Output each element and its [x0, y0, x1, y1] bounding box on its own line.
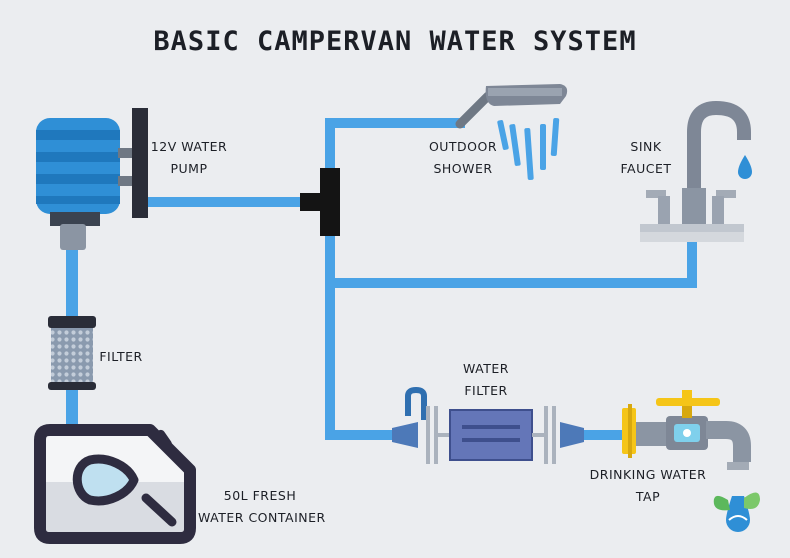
pipe-pump-to-filter: [66, 248, 78, 318]
label-drinking-tap-line-2: TAP: [635, 489, 661, 504]
pipe-to-sink: [325, 278, 697, 288]
label-outdoor-shower: OUTDOOR SHOWER: [425, 136, 501, 180]
pipe-filter-to-tap: [578, 430, 624, 440]
inline-water-filter-icon: [392, 386, 584, 464]
page-title: BASIC CAMPERVAN WATER SYSTEM: [153, 26, 637, 57]
label-water-container: 50L FRESH WATER CONTAINER: [198, 485, 326, 529]
label-water-filter: WATER FILTER: [455, 358, 517, 402]
pipe-to-shower: [325, 118, 465, 128]
label-drinking-tap-line-1: DRINKING WATER: [589, 467, 707, 482]
label-sink-faucet: SINK FAUCET: [614, 136, 678, 180]
water-pump-icon: [36, 108, 148, 250]
water-container-icon: [34, 424, 196, 544]
label-water-pump-line-2: PUMP: [170, 161, 208, 176]
label-water-pump: 12V WATER PUMP: [146, 136, 232, 180]
label-outdoor-shower-line-2: SHOWER: [433, 161, 493, 176]
label-sink-faucet-line-2: FAUCET: [620, 161, 672, 176]
label-filter: FILTER: [99, 349, 143, 364]
label-outdoor-shower-line-1: OUTDOOR: [428, 139, 498, 154]
filter-icon: [48, 316, 96, 390]
label-water-container-line-2: WATER CONTAINER: [198, 510, 326, 525]
drinking-tap-icon: [622, 390, 751, 470]
label-water-filter-line-1: WATER: [463, 361, 509, 376]
pipes: [66, 118, 697, 440]
pipe-to-water-filter: [325, 430, 395, 440]
label-water-pump-line-1: 12V WATER: [150, 139, 228, 154]
sink-faucet-icon: [640, 100, 752, 242]
label-water-filter-line-2: FILTER: [464, 383, 508, 398]
pipe-filter-to-container: [66, 386, 78, 432]
pipe-sink-riser: [687, 240, 697, 288]
label-water-container-line-1: 50L FRESH: [223, 488, 297, 503]
pipe-pump-to-tee: [148, 197, 308, 207]
tee-joint: [300, 168, 340, 236]
label-drinking-tap: DRINKING WATER TAP: [588, 464, 708, 508]
water-logo-icon: [713, 492, 760, 532]
shower-head-icon: [455, 84, 568, 181]
label-sink-faucet-line-1: SINK: [630, 139, 662, 154]
